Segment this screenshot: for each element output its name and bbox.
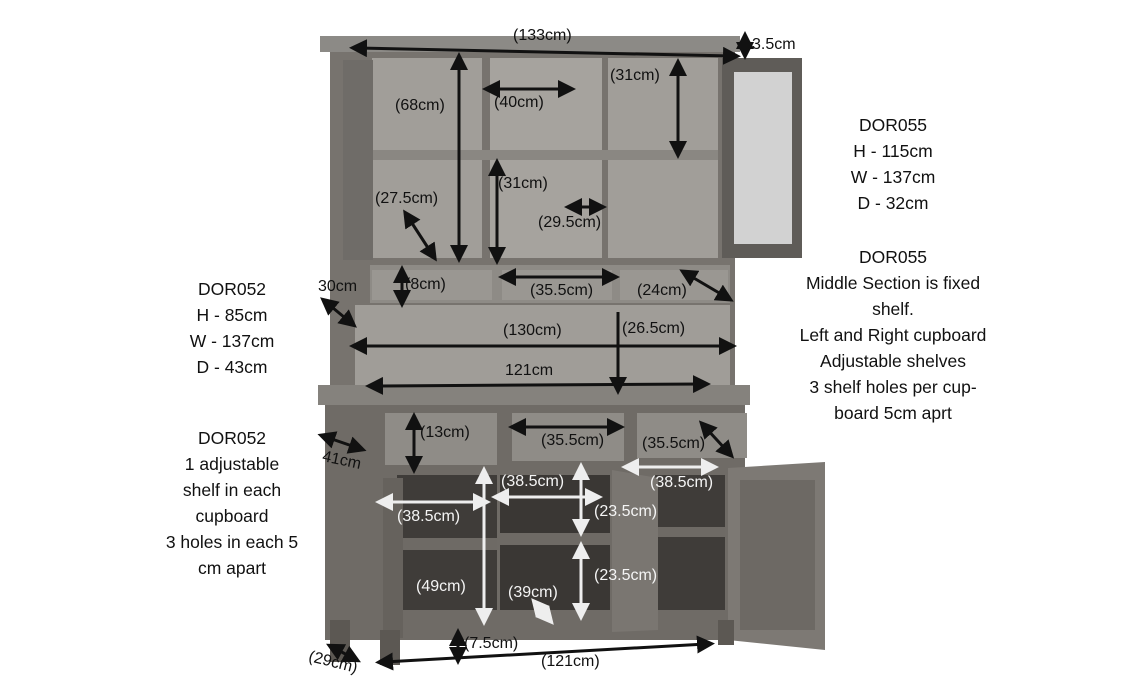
info-line: board 5cm aprt	[834, 403, 952, 423]
hutch	[320, 36, 802, 387]
drawer-width-label: (35.5cm)	[541, 432, 605, 449]
base-width-label: (121cm)	[541, 653, 600, 670]
hutch-middle-depth-label: (29.5cm)	[538, 214, 602, 231]
dimension-arrows	[317, 31, 754, 671]
info-line: D - 43cm	[196, 357, 268, 377]
open-shelf-height-label: (26.5cm)	[622, 320, 686, 337]
dor052-notes: DOR052 1 adjustable shelf in each cupboa…	[142, 425, 322, 581]
small-drawer-width-label: (35.5cm)	[530, 282, 594, 299]
info-line: 3 holes in each 5	[165, 532, 299, 552]
info-line: Middle Section is fixed	[805, 273, 981, 293]
middle-lower-height-label: (23.5cm)	[594, 567, 658, 584]
dor055-dimensions: DOR055 H - 115cm W - 137cm D - 32cm	[793, 112, 993, 216]
info-line: Adjustable shelves	[820, 351, 966, 371]
info-line: cupboard	[195, 506, 269, 526]
right-cupboard-width-label: (38.5cm)	[650, 474, 714, 491]
hutch-side-depth-label: 30cm	[318, 278, 358, 295]
top-thickness-label: 3.5cm	[752, 36, 796, 53]
info-line: W - 137cm	[189, 331, 275, 351]
open-shelf-width-label: (130cm)	[503, 322, 562, 339]
info-line: DOR055	[858, 115, 928, 135]
left-cupboard-height-label: (49cm)	[416, 578, 466, 595]
info-line: DOR055	[858, 247, 928, 267]
info-line: shelf in each	[182, 480, 282, 500]
interior-dimension-arrows	[375, 458, 719, 626]
shelf-depth-label: (39cm)	[508, 584, 558, 601]
info-line: DOR052	[197, 279, 267, 299]
hutch-left-height-label: (68cm)	[395, 97, 445, 114]
dor055-notes: DOR055 Middle Section is fixed shelf. Le…	[783, 244, 1003, 426]
info-line: W - 137cm	[850, 167, 936, 187]
drawer-height-label: (13cm)	[420, 424, 470, 441]
small-drawer-depth-label: (24cm)	[637, 282, 687, 299]
info-line: DOR052	[197, 428, 267, 448]
middle-cupboard-width-label: (38.5cm)	[501, 473, 565, 490]
hutch-right-height-label: (31cm)	[610, 67, 660, 84]
info-line: Left and Right cupboard	[799, 325, 987, 345]
info-line: 3 shelf holes per cup-	[809, 377, 977, 397]
info-line: H - 85cm	[196, 305, 268, 325]
left-cupboard-width-label: (38.5cm)	[397, 508, 461, 525]
drawer-depth-label: (35.5cm)	[642, 435, 706, 452]
dor052-dimensions: DOR052 H - 85cm W - 137cm D - 43cm	[142, 276, 322, 380]
info-line: 1 adjustable	[184, 454, 280, 474]
plinth-height-label: (7.5cm)	[464, 635, 519, 652]
hutch-middle-height-label: (31cm)	[498, 175, 548, 192]
back-width-label: 121cm	[505, 362, 554, 379]
info-line: shelf.	[872, 299, 914, 319]
info-line: H - 115cm	[853, 141, 933, 161]
hutch-left-depth-label: (27.5cm)	[375, 190, 439, 207]
info-line: D - 32cm	[857, 193, 929, 213]
middle-upper-height-label: (23.5cm)	[594, 503, 658, 520]
info-line: cm apart	[197, 558, 267, 578]
hutch-middle-width-label: (40cm)	[494, 94, 544, 111]
top-width-label: (133cm)	[513, 27, 572, 44]
small-drawer-height-label: (8cm)	[405, 276, 446, 293]
